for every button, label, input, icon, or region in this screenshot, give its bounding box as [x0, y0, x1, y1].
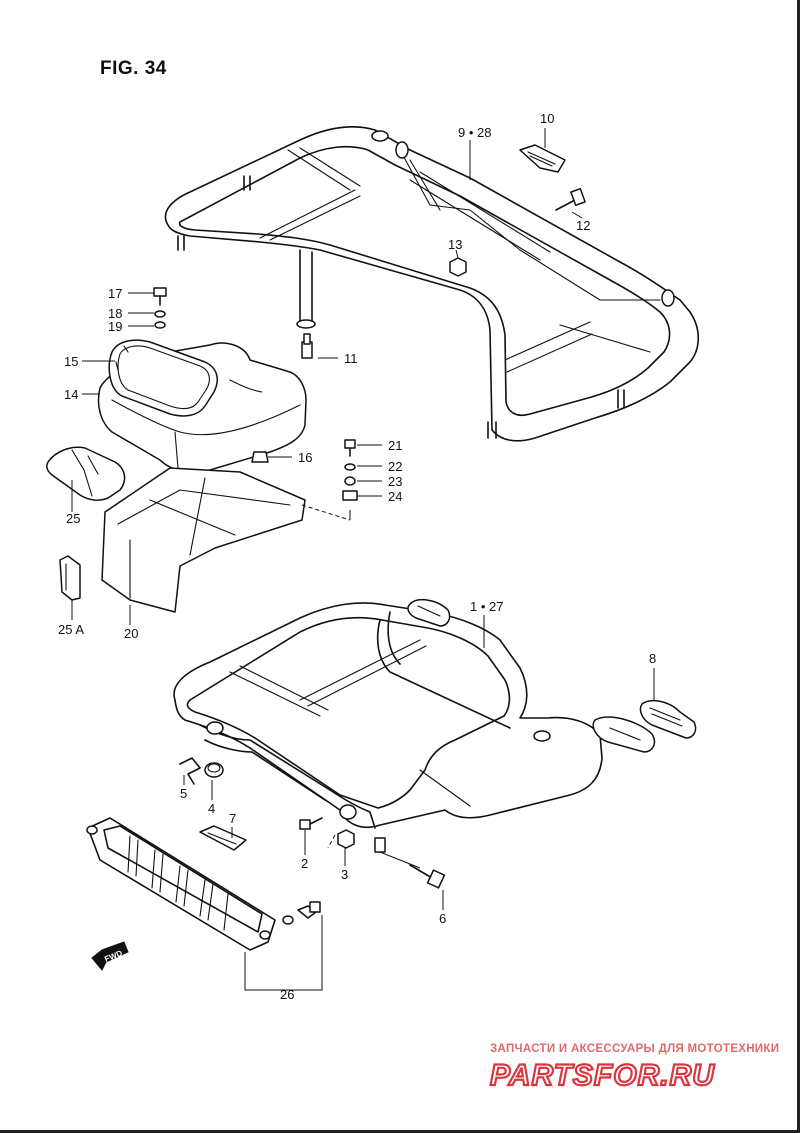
figure-title: FIG. 34 [100, 58, 167, 79]
callout-19: 19 [108, 319, 122, 334]
part-25-cover [46, 446, 126, 501]
parts-17-18-19-hardware [153, 287, 167, 329]
callout-15: 15 [64, 354, 78, 369]
callout-8: 8 [649, 651, 656, 666]
callout-16: 16 [298, 450, 312, 465]
callout-9-28: 9 • 28 [458, 125, 491, 140]
callout-21: 21 [388, 438, 402, 453]
part-3-nut [337, 829, 355, 849]
parts-21-24-hardware [342, 439, 358, 501]
callout-7: 7 [229, 811, 236, 826]
callout-10: 10 [540, 111, 554, 126]
leader-dashed-20 [301, 504, 351, 521]
fwd-arrow-icon: FWD [91, 941, 129, 971]
callout-24: 24 [388, 489, 402, 504]
part-11-bolt [301, 333, 313, 359]
part-10-pad [519, 144, 566, 173]
callout-1-27: 1 • 27 [470, 599, 503, 614]
part-16-grommet [251, 451, 269, 463]
callout-14: 14 [64, 387, 78, 402]
part-6-bolt [409, 864, 446, 889]
bottom-border [0, 1130, 800, 1133]
callout-3: 3 [341, 867, 348, 882]
part-25a-clip [59, 555, 81, 601]
part-7-pad [199, 825, 247, 851]
callout-13: 13 [448, 237, 462, 252]
callout-18: 18 [108, 306, 122, 321]
callout-25: 25 [66, 511, 80, 526]
part-13-nut [449, 257, 467, 277]
callout-5: 5 [180, 786, 187, 801]
callout-labels: 9 • 28 10 12 13 11 17 18 19 15 14 16 2 1 … [58, 111, 656, 1002]
callout-23: 23 [388, 474, 402, 489]
rear-carrier-rack [164, 126, 700, 442]
callout-20: 20 [124, 626, 138, 641]
part-2-bolt [299, 817, 323, 830]
leader-6 [379, 851, 421, 869]
watermark-tagline: ЗАПЧАСТИ И АКСЕССУАРЫ ДЛЯ МОТОТЕХНИКИ [490, 1043, 779, 1055]
callout-25a: 25 A [58, 622, 84, 637]
part-4-cap [204, 762, 224, 778]
part-15-lid [108, 339, 218, 417]
part-5-clip [179, 757, 201, 785]
watermark-logo: PARTSFOR.RU [490, 1059, 715, 1092]
callout-leaders [71, 128, 655, 991]
part-12-bolt [555, 187, 586, 211]
part-26-guard [86, 817, 321, 951]
callout-11: 11 [344, 351, 358, 366]
callout-4: 4 [208, 801, 215, 816]
callout-22: 22 [388, 459, 402, 474]
right-border [797, 0, 800, 1133]
callout-12: 12 [576, 218, 590, 233]
part-8-footrest-pad [639, 699, 697, 739]
callout-2: 2 [301, 856, 308, 871]
front-carrier-rack [173, 598, 656, 853]
part-20-tray [101, 467, 306, 613]
callout-17: 17 [108, 286, 122, 301]
callout-6: 6 [439, 911, 446, 926]
watermark: ЗАПЧАСТИ И АКСЕССУАРЫ ДЛЯ МОТОТЕХНИКИ PA… [489, 1043, 779, 1093]
callout-26: 26 [280, 987, 294, 1002]
